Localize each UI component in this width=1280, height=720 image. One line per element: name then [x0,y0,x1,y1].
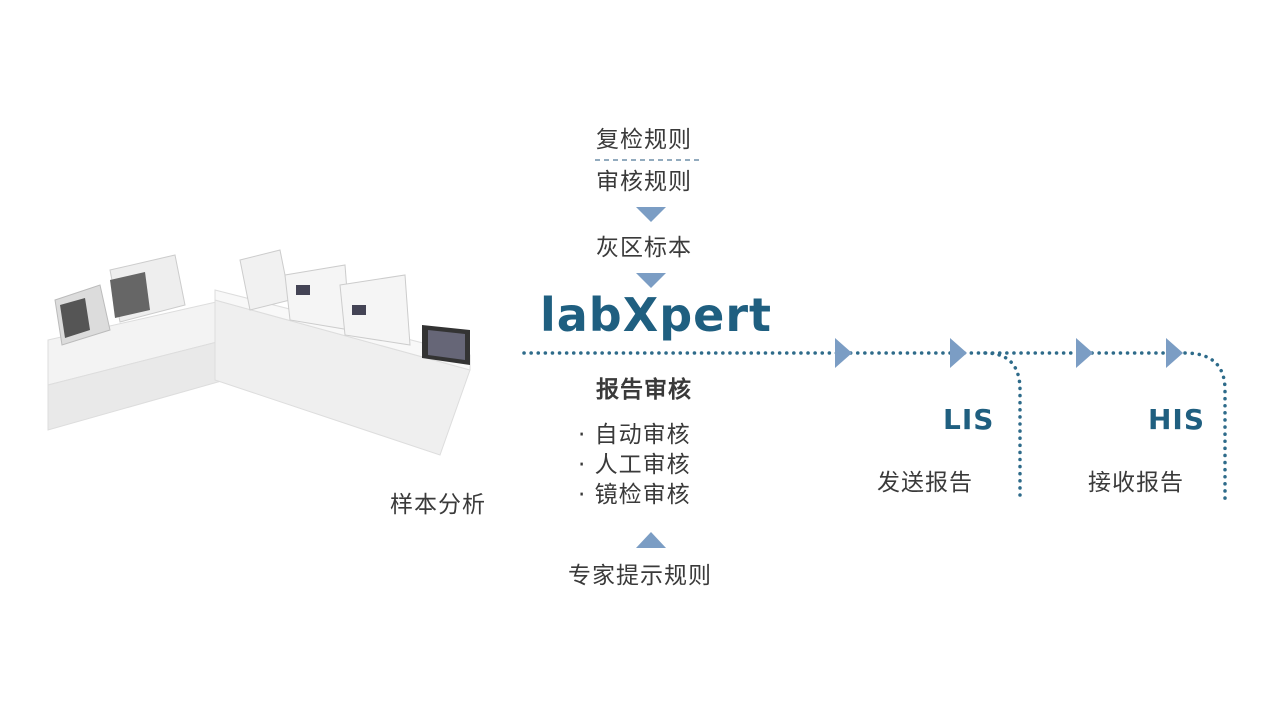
report-audit-item: · 镜检审核 [578,484,691,507]
expert-rules-label: 专家提示规则 [568,563,712,589]
arrow-right-icon [835,338,852,368]
bullet: · [578,482,587,508]
gray-zone-label: 灰区标本 [596,235,692,261]
arrow-up-icon [636,532,666,548]
arrow-right-icon [1076,338,1093,368]
arrow-down-icon [636,273,666,288]
his-label: HIS [1148,403,1206,436]
bullet: · [578,422,587,448]
arrow-right-icon [1166,338,1183,368]
manual-audit: 人工审核 [594,452,691,478]
audit-rules-label: 审核规则 [596,169,692,195]
arrow-right-icon [950,338,967,368]
arrow-down-icon [636,207,666,222]
report-audit-title: 报告审核 [596,377,692,403]
sample-analysis-label: 样本分析 [390,492,486,518]
product-name: labXpert [540,288,773,342]
lis-action: 发送报告 [877,470,973,496]
report-audit-item: · 人工审核 [578,454,691,477]
recheck-rules-label: 复检规则 [596,127,692,153]
his-action: 接收报告 [1088,470,1184,496]
report-audit-item: · 自动审核 [578,424,691,447]
lis-label: LIS [943,403,995,436]
microscopy-audit: 镜检审核 [594,482,691,508]
bullet: · [578,452,587,478]
auto-audit: 自动审核 [594,422,691,448]
lab-analyzer-image [47,249,471,456]
